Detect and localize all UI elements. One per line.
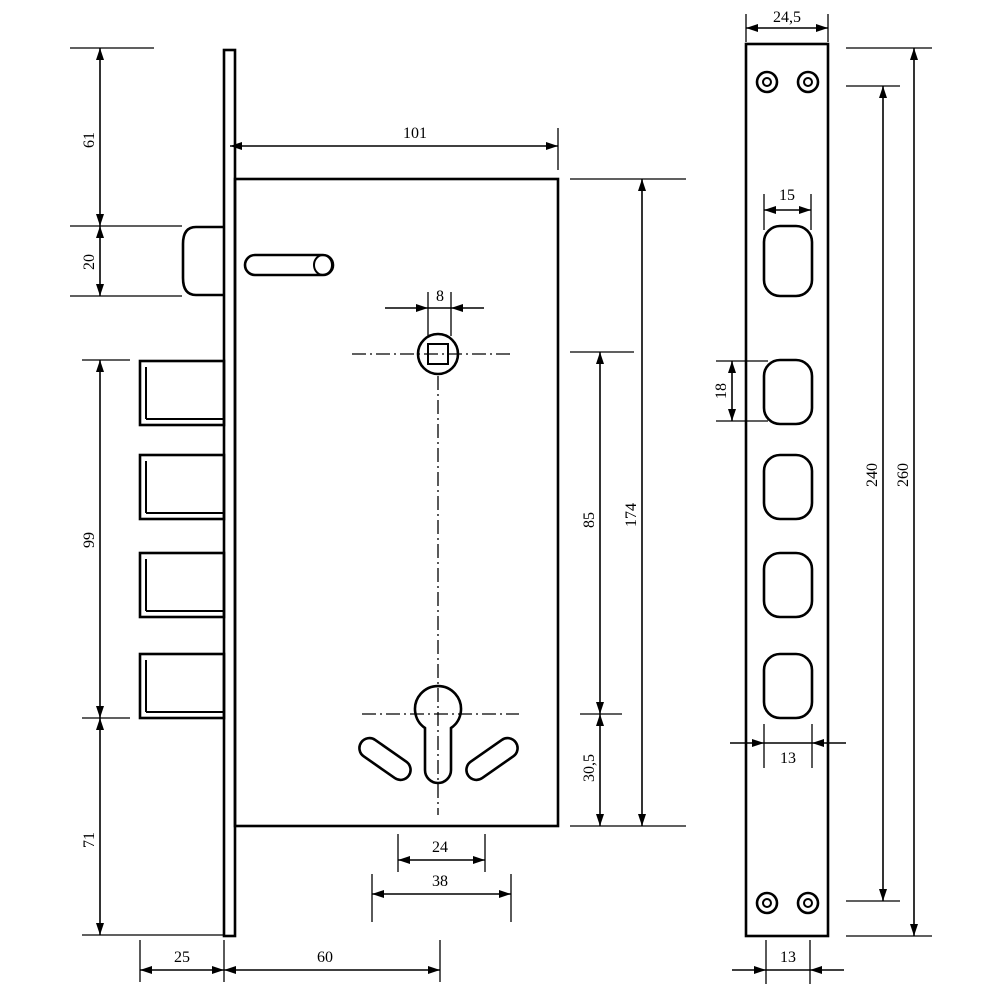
dim-24: 24 [432,839,448,856]
deadbolt [138,551,226,619]
latch-bolt [181,225,224,297]
cylinder-profile [413,684,463,785]
deadbolt [138,359,226,427]
cylinder-side-slot-right [465,736,519,782]
latch-opening [762,224,814,298]
screw-hole [755,70,779,94]
bolt-opening [762,652,814,720]
dim-38: 38 [432,873,448,890]
lock-case [233,177,560,828]
dim-15: 15 [779,187,795,204]
right-dimensions: 24,5 15 18 13 13 240 260 [713,9,932,984]
dim-24-5: 24,5 [773,9,801,26]
screw-hole [796,70,820,94]
deadbolt [138,652,226,720]
guide-slot [243,253,335,277]
dim-71: 71 [81,832,98,848]
dim-101: 101 [403,125,427,142]
dim-13-middle: 13 [780,750,796,767]
faceplate [222,48,237,938]
dim-18: 18 [713,383,730,399]
bolt-opening [762,358,814,426]
dim-8: 8 [436,288,444,305]
strike-plate-view [744,42,830,938]
strike-plate [744,42,830,938]
dim-25: 25 [174,949,190,966]
cylinder-side-slot-left [358,736,412,782]
left-dimensions: 61 20 99 71 25 60 101 8 174 [70,47,686,982]
lock-body-view [138,48,560,938]
screw-hole [796,891,820,915]
dim-174: 174 [623,503,640,527]
dim-30-5: 30,5 [581,754,598,782]
bolt-opening [762,551,814,619]
screw-hole [755,891,779,915]
deadbolt [138,453,226,521]
dim-99: 99 [81,532,98,548]
dim-85: 85 [581,512,598,528]
dim-61: 61 [81,132,98,148]
dim-240: 240 [864,463,881,487]
dim-20: 20 [81,254,98,270]
bolt-opening [762,453,814,521]
dim-260: 260 [895,463,912,487]
dim-60: 60 [317,949,333,966]
dim-13-bottom: 13 [780,949,796,966]
deadbolts [138,359,226,720]
